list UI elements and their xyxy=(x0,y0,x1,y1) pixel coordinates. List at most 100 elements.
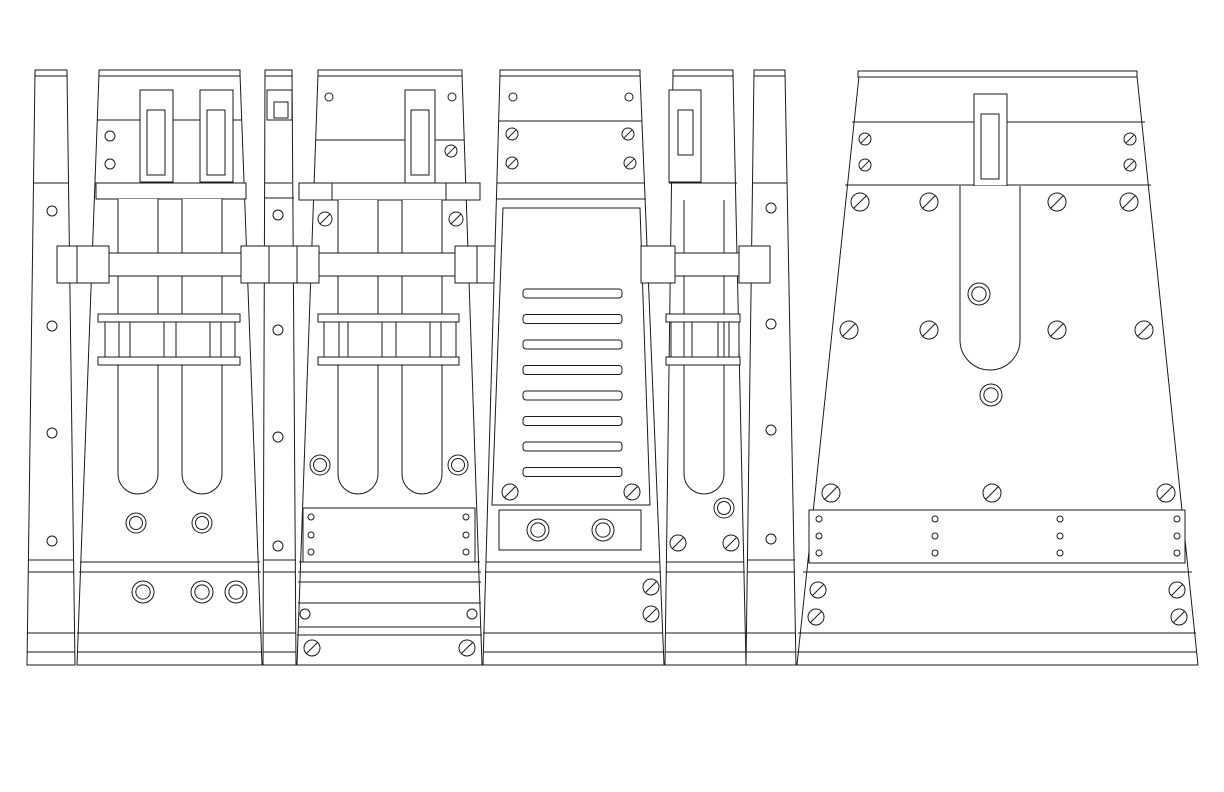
guide-window xyxy=(129,321,165,358)
module-b-clamp-bar xyxy=(95,182,247,200)
screw-slot xyxy=(625,158,635,168)
screw-slot xyxy=(824,486,838,500)
screw-slot xyxy=(671,536,685,550)
rivet xyxy=(462,513,470,521)
screw-slot xyxy=(1170,583,1184,597)
module-e-plate xyxy=(498,509,642,551)
rivet xyxy=(765,533,777,545)
screw-slot xyxy=(922,323,936,337)
bushing-inner xyxy=(983,387,999,403)
rivet xyxy=(272,540,284,552)
screw-slot xyxy=(853,195,867,209)
rivet xyxy=(307,548,315,556)
screw-slot xyxy=(305,641,319,655)
screw-slot xyxy=(460,641,474,655)
vent-slot xyxy=(522,314,623,324)
module-f-cap xyxy=(672,69,734,77)
screw-slot xyxy=(1137,323,1151,337)
crossbar-collar xyxy=(76,245,110,284)
rivet xyxy=(447,92,457,102)
bushing-inner xyxy=(971,286,987,302)
screw-slot xyxy=(507,129,517,139)
latch-slot xyxy=(980,113,1000,180)
bushing-inner xyxy=(313,458,327,472)
rivet xyxy=(307,513,315,521)
screw-slot xyxy=(811,583,825,597)
rivet xyxy=(272,209,284,221)
guide-window xyxy=(395,321,431,358)
rivet xyxy=(931,532,939,540)
bushing-inner xyxy=(194,584,210,600)
rivet xyxy=(307,531,315,539)
screw-slot xyxy=(922,195,936,209)
crossbar-collar xyxy=(268,245,298,284)
latch-slot xyxy=(206,109,226,176)
rivet xyxy=(1056,515,1064,523)
rivet xyxy=(104,158,116,170)
screw-slot xyxy=(507,158,517,168)
screw-slot xyxy=(503,485,517,499)
module-h-tongue xyxy=(959,186,1021,371)
rivet xyxy=(46,535,58,547)
screw-slot xyxy=(842,323,856,337)
guide-window xyxy=(175,321,211,358)
screw-slot xyxy=(1125,134,1135,144)
rivet xyxy=(46,205,58,217)
module-f-guide-bottom xyxy=(665,356,741,366)
latch-slot xyxy=(146,109,166,176)
vent-slot xyxy=(522,416,623,426)
module-e-panel xyxy=(491,207,651,506)
guide-window xyxy=(347,321,383,358)
vent-slot xyxy=(522,467,623,477)
rivet xyxy=(765,424,777,436)
guide-post xyxy=(440,321,457,358)
module-d-cap xyxy=(317,69,463,77)
module-d-clamp-plate xyxy=(331,182,447,201)
latch-slot xyxy=(677,109,694,156)
vent-slot xyxy=(522,288,623,299)
screw-slot xyxy=(644,607,658,621)
rivet xyxy=(1056,549,1064,557)
module-f-guide-top xyxy=(665,313,741,323)
column-g-cap xyxy=(753,69,786,77)
screw-slot xyxy=(860,160,870,170)
rivet xyxy=(466,608,478,620)
rivet xyxy=(815,532,823,540)
rivet xyxy=(104,130,116,142)
bushing-inner xyxy=(530,522,546,538)
screw-slot xyxy=(1125,160,1135,170)
screw-slot xyxy=(985,486,999,500)
rivet xyxy=(508,92,518,102)
screw-slot xyxy=(724,536,738,550)
bushing-inner xyxy=(717,501,731,515)
guide-post xyxy=(104,321,120,358)
rivet xyxy=(815,549,823,557)
bushing-inner xyxy=(195,516,209,530)
bushing-inner xyxy=(451,458,465,472)
vent-slot xyxy=(522,390,623,401)
screw-slot xyxy=(446,146,456,156)
crossbar-collar xyxy=(296,245,320,284)
crossbar-collar xyxy=(640,245,676,284)
module-e-cap xyxy=(499,69,641,77)
screw-slot xyxy=(1050,195,1064,209)
column-c xyxy=(262,71,297,666)
rivet xyxy=(299,608,311,620)
module-h-cap xyxy=(857,70,1138,78)
bushing-inner xyxy=(595,522,611,538)
column-g xyxy=(745,71,797,666)
guide-post xyxy=(220,321,236,358)
rivet xyxy=(272,431,284,443)
guide-post xyxy=(323,321,340,358)
tab-window xyxy=(273,101,289,119)
crossbar-collar xyxy=(738,245,771,284)
module-b-guide-top xyxy=(97,313,241,323)
screw-slot xyxy=(450,213,462,225)
column-a-cap xyxy=(34,69,68,77)
screw-slot xyxy=(1172,610,1186,624)
vent-slot xyxy=(522,339,623,350)
latch-slot xyxy=(410,109,430,176)
module-d-body xyxy=(296,73,483,666)
rivet xyxy=(931,549,939,557)
